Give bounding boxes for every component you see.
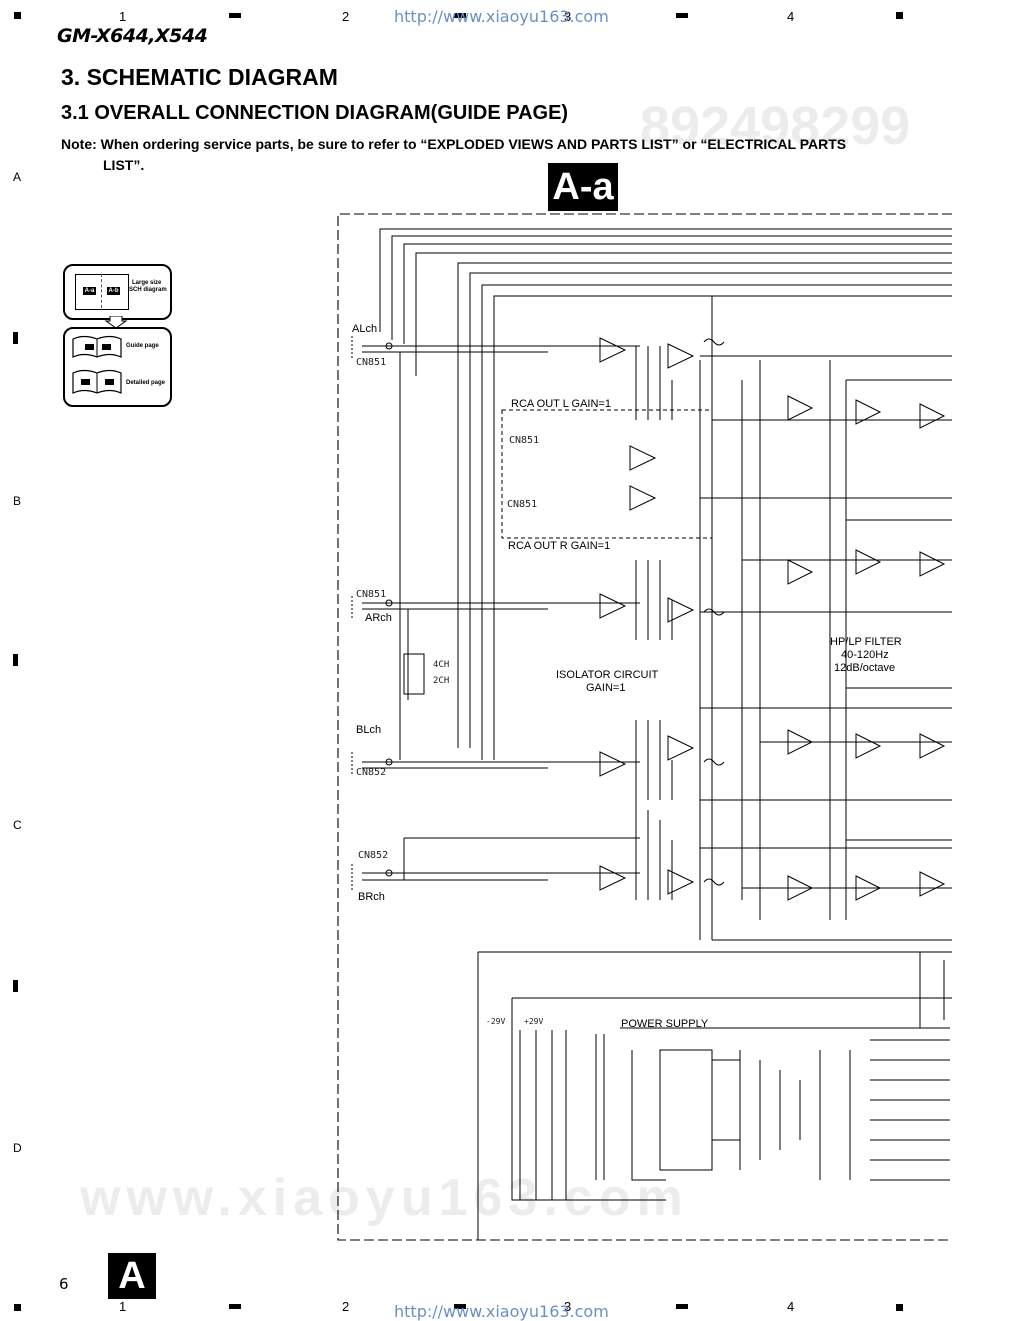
note-line-1: Note: When ordering service parts, be su… [61,136,847,152]
down-arrow-icon [104,316,128,328]
label-isolator-circuit: ISOLATOR CIRCUIT [556,669,659,681]
label-cn852-bot: CN852 [358,850,389,861]
ruler-mark [676,1304,688,1309]
subsection-title: 3.1 OVERALL CONNECTION DIAGRAM(GUIDE PAG… [61,102,569,124]
footer-column-4: 4 [787,1299,795,1314]
label-hp-lp-filter: HP/LP FILTER [830,636,902,648]
label-rca-out-l: RCA OUT L GAIN=1 [511,398,611,410]
row-mark [13,654,18,666]
large-size-label: Large size [132,280,162,286]
column-number-1: 1 [119,9,127,24]
sch-diagram-label: SCH diagram [129,287,167,293]
header-url[interactable]: http://www.xiaoyu163.com [394,7,609,26]
label-brch: BRch [358,891,385,903]
row-mark [13,980,18,992]
label-alch: ALch [352,323,378,335]
label-hp-lp-range: 40-120Hz [841,649,889,661]
column-number-4: 4 [787,9,795,24]
label-power-supply: POWER SUPPLY [621,1018,709,1030]
label-4ch: 4CH [433,660,450,670]
label-cn851-r: CN851 [507,499,538,510]
sch-diagram-divider [101,274,102,308]
legend-box-b: A-b [107,287,120,295]
label-rca-out-r: RCA OUT R GAIN=1 [508,540,611,552]
ruler-mark [676,13,688,18]
row-letter-a: A [13,170,22,184]
footer-column-2: 2 [342,1299,350,1314]
guide-page-label: Guide page [126,343,159,349]
label-cn851-l: CN851 [509,435,540,446]
ruler-mark [229,13,241,18]
open-book-icon [72,369,122,394]
label-plus29v: +29V [524,1017,544,1026]
corner-mark-tl [14,12,21,19]
detailed-page-label: Detailed page [126,380,166,386]
book-icon [72,335,122,358]
corner-mark-bl [14,1304,21,1311]
footer-column-3: 3 [564,1299,572,1314]
label-cn851-ar: CN851 [356,589,387,600]
label-hp-lp-slope: 12dB/octave [834,662,896,674]
label-cn852-top: CN852 [356,767,387,778]
label-minus29v: -29V [486,1017,506,1026]
corner-mark-br [896,1304,903,1311]
sch-diagram-frame [75,274,129,310]
note-line-2: LIST”. [103,157,145,173]
ruler-mark [454,13,466,18]
model-name: GM-X644,X544 [57,25,208,47]
ruler-mark [229,1304,241,1309]
sheet-tag: A-a [548,163,618,211]
row-letter-d: D [13,1141,22,1155]
label-cn851-top: CN851 [356,357,387,368]
column-number-3: 3 [564,9,572,24]
column-number-2: 2 [342,9,350,24]
label-arch: ARch [365,612,392,624]
label-isolator-gain: GAIN=1 [586,682,626,694]
guide-legend-bottom: Guide page Detailed page [63,327,172,407]
label-2ch: 2CH [433,676,450,686]
row-mark [13,332,18,344]
row-letter-c: C [13,818,22,832]
page-number: 6 [59,1275,69,1293]
section-title: 3. SCHEMATIC DIAGRAM [61,64,338,90]
row-letter-b: B [13,494,22,508]
ruler-mark [454,1304,466,1309]
footer-url[interactable]: http://www.xiaoyu163.com [394,1302,609,1321]
legend-box-a: A-a [83,287,96,295]
label-blch: BLch [356,724,382,736]
footer-column-1: 1 [119,1299,127,1314]
corner-mark-tr [896,12,903,19]
board-tag: A [108,1253,156,1299]
